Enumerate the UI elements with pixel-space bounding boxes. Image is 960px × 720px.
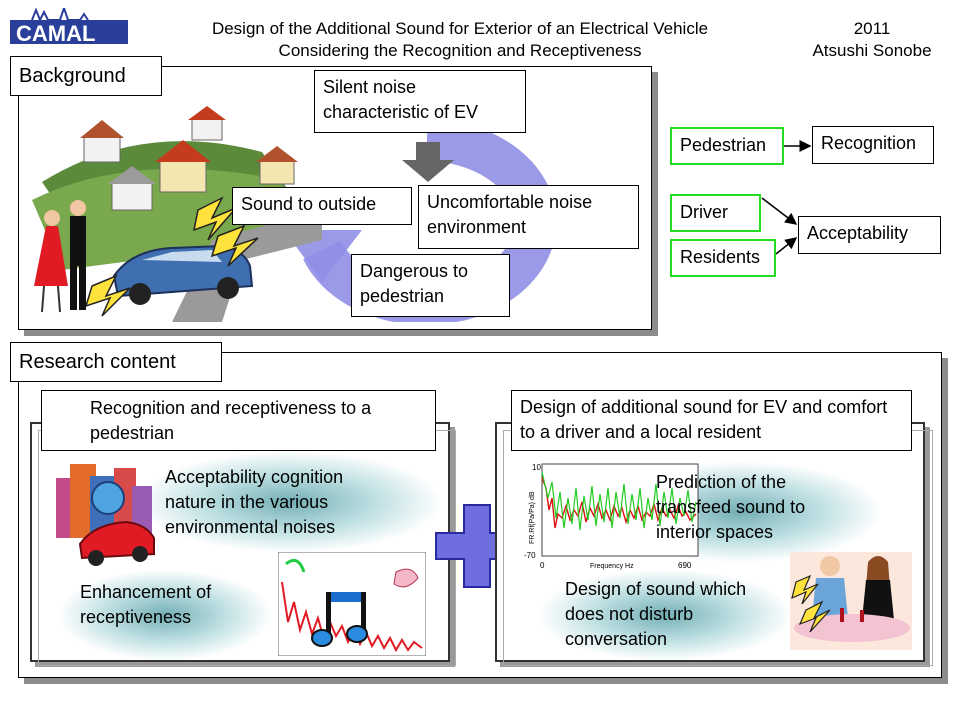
house-icon (155, 140, 211, 193)
label-research-content: Research content (10, 342, 222, 382)
graph-xmax-label: 690 (678, 561, 692, 570)
title-line-1: Design of the Additional Sound for Exter… (211, 19, 709, 38)
acceptability-cognition-text: Acceptability cognition nature in the va… (165, 467, 344, 537)
label-research-content-text: Research content (19, 351, 176, 373)
prediction-text: Prediction of the transfeed sound to int… (656, 472, 806, 542)
house-icon (80, 120, 124, 163)
dining-couple-illustration (790, 552, 912, 650)
transfer-function-graph: 10 -70 0 690 Frequency Hz FR.Rf(Pa/Pa) d… (518, 458, 704, 572)
house-icon (256, 146, 298, 185)
box-pedestrian: Pedestrian (670, 127, 784, 165)
dangerous-pedestrian-text: Dangerous to pedestrian (360, 261, 469, 306)
graph-x0-label: 0 (540, 561, 545, 570)
label-background: Background (10, 56, 162, 96)
graph-ytop-label: 10 (532, 463, 541, 472)
driver-text: Driver (680, 202, 728, 222)
mapping-connectors (761, 140, 812, 255)
logo-text: CAMAL (16, 21, 95, 46)
down-arrow-icon (402, 142, 454, 182)
graph-ybottom-label: -70 (524, 551, 536, 560)
music-note-icon (311, 592, 368, 647)
city-car-illustration (56, 464, 155, 566)
glow-right-bottom (540, 570, 790, 660)
box-sound-outside: Sound to outside (232, 187, 412, 225)
design-sound-text: Design of sound which does not disturb c… (565, 579, 747, 649)
box-driver: Driver (670, 194, 761, 232)
house-icon (188, 106, 226, 141)
lightning-icon (84, 196, 259, 317)
music-noise-illustration (278, 552, 426, 656)
box-right-title: Design of additional sound for EV and co… (511, 390, 912, 451)
box-acceptability: Acceptability (798, 216, 941, 254)
label-background-text: Background (19, 65, 126, 87)
plus-icon (435, 504, 519, 588)
camal-logo-graphic: CAMAL (10, 4, 128, 46)
silent-noise-text: Silent noise characteristic of EV (323, 77, 479, 122)
page-title: Design of the Additional Sound for Exter… (140, 18, 780, 62)
title-line-2: Considering the Recognition and Receptiv… (278, 41, 642, 60)
residents-text: Residents (680, 247, 761, 267)
recognition-text: Recognition (821, 133, 917, 153)
box-silent-noise: Silent noise characteristic of EV (314, 70, 526, 133)
lightning-icon (791, 574, 831, 633)
uncomfortable-noise-text: Uncomfortable noise environment (427, 192, 593, 237)
graph-xaxis-label: Frequency Hz (590, 563, 634, 570)
right-title-text: Design of additional sound for EV and co… (520, 397, 888, 442)
box-uncomfortable-noise: Uncomfortable noise environment (418, 185, 639, 249)
author-block: 2011 Atsushi Sonobe (790, 18, 954, 62)
enhancement-text: Enhancement of receptiveness (80, 582, 212, 627)
couple-icon (34, 200, 86, 313)
year: 2011 (853, 19, 891, 38)
sound-outside-text: Sound to outside (241, 194, 377, 214)
author: Atsushi Sonobe (812, 41, 932, 60)
glow-left-bottom (60, 570, 270, 660)
pedestrian-text: Pedestrian (680, 135, 767, 155)
house-icon (108, 166, 156, 211)
acceptability-text: Acceptability (807, 223, 909, 243)
left-title-text: Recognition and receptiveness to a pedes… (90, 398, 372, 443)
camal-logo: CAMAL (10, 4, 128, 52)
glow-left-top (140, 452, 440, 552)
box-dangerous-pedestrian: Dangerous to pedestrian (351, 254, 510, 317)
box-recognition: Recognition (812, 126, 934, 164)
box-residents: Residents (670, 239, 776, 277)
transfer-function-plot: 10 -70 0 690 Frequency Hz FR.Rf(Pa/Pa) d… (524, 463, 699, 570)
graph-yaxis-label: FR.Rf(Pa/Pa) dB (529, 491, 536, 544)
box-left-title: Recognition and receptiveness to a pedes… (41, 390, 436, 451)
street-scene-illustration (32, 106, 322, 322)
